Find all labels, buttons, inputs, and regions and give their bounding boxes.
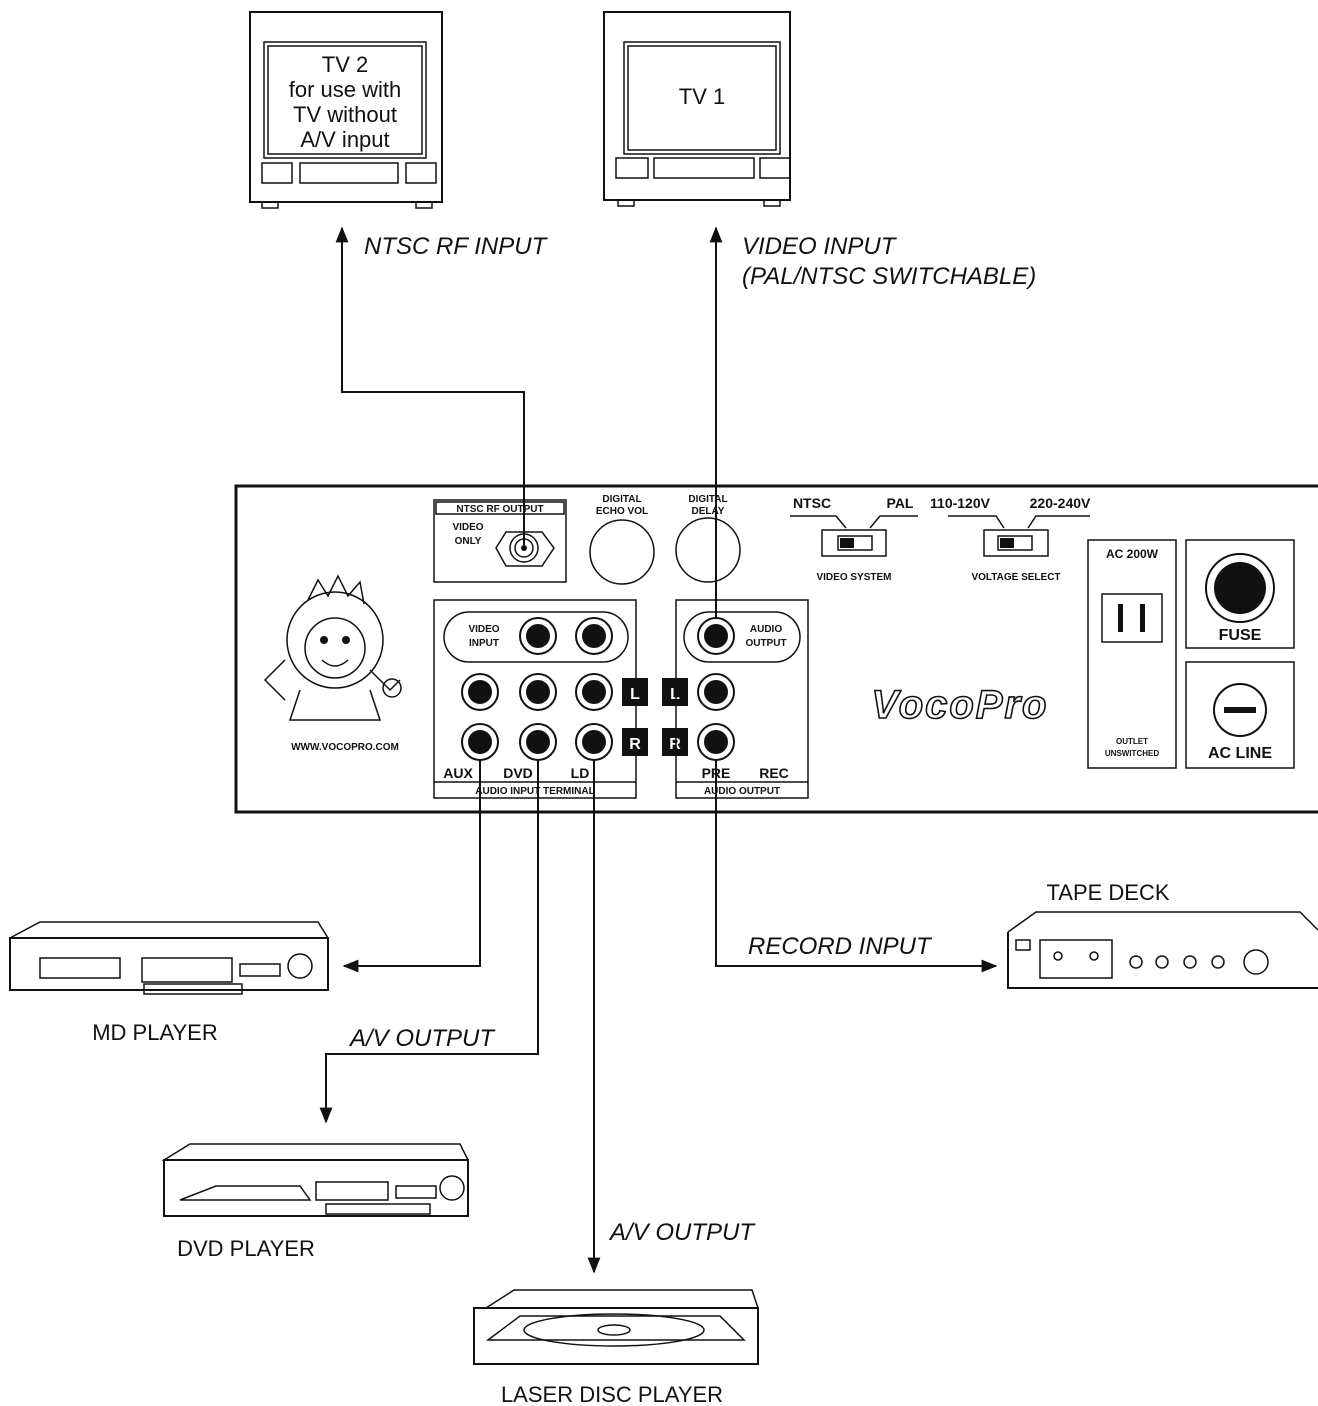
audio-output-footer-label: AUDIO OUTPUT	[704, 786, 780, 797]
ac-line-box	[1185, 661, 1295, 769]
video-only-label-1: VIDEO	[452, 522, 483, 533]
pal-label: PAL	[887, 495, 914, 511]
echo-vol-label-1: DIGITAL	[602, 494, 641, 505]
ld-r-jack[interactable]	[575, 723, 613, 761]
delay-knob[interactable]	[675, 517, 741, 583]
tv2-monitor: TV 2 for use with TV without A/V input	[249, 11, 443, 209]
echo-vol-label-2: ECHO VOL	[596, 506, 648, 517]
echo-vol-knob[interactable]	[589, 519, 655, 585]
rf-output-connector[interactable]	[495, 531, 555, 567]
ntsc-label: NTSC	[793, 495, 831, 511]
outlet-label-1: OUTLET	[1116, 737, 1148, 746]
tv1-monitor: TV 1	[603, 11, 791, 207]
delay-label-2: DELAY	[692, 506, 725, 517]
video-system-label: VIDEO SYSTEM	[816, 572, 891, 583]
pre-r-jack[interactable]	[697, 723, 735, 761]
ac-outlet-box	[1087, 539, 1177, 769]
fuse-holder[interactable]	[1214, 562, 1266, 614]
left-badge-input: L	[630, 686, 640, 703]
laser-disc-player-device	[473, 1289, 760, 1365]
ld-l-jack[interactable]	[575, 673, 613, 711]
tv2-line-2: for use with	[289, 77, 402, 102]
video-system-switch[interactable]	[821, 529, 887, 557]
video-input-jack-label-1: VIDEO	[468, 624, 499, 635]
pre-l-jack[interactable]	[697, 673, 735, 711]
back-panel: WWW.VOCOPRO.COM NTSC RF OUTPUT VIDEO ONL…	[234, 484, 1318, 814]
tv2-line-4: A/V input	[300, 127, 389, 152]
video-input-switchable-label: (PAL/NTSC SWITCHABLE)	[742, 263, 1036, 290]
dvd-label: DVD	[503, 765, 533, 781]
av-output-ld-label: A/V OUTPUT	[608, 1219, 756, 1246]
audio-output-box	[675, 599, 809, 799]
fuse-label: FUSE	[1219, 627, 1262, 644]
video-only-label-2: ONLY	[455, 536, 482, 547]
audio-output-video-jack[interactable]	[697, 617, 735, 655]
dvd-player-device	[161, 1143, 470, 1217]
audio-input-terminal-label: AUDIO INPUT TERMINAL	[475, 786, 594, 797]
aux-l-jack[interactable]	[461, 673, 499, 711]
left-badge-output: L	[670, 686, 680, 703]
dvd-player-label: DVD PLAYER	[177, 1236, 315, 1261]
tv2-line-3: TV without	[293, 102, 397, 127]
cable-aux-to-md	[342, 760, 481, 973]
rf-output-box	[433, 499, 567, 583]
voltage-select-label: VOLTAGE SELECT	[971, 572, 1060, 583]
voltage-select-switch[interactable]	[983, 529, 1049, 557]
tv2-line-1: TV 2	[322, 52, 368, 77]
md-player-label: MD PLAYER	[92, 1020, 218, 1045]
rec-label: REC	[759, 765, 789, 781]
ac-200w-label: AC 200W	[1106, 547, 1159, 561]
cable-dvd-to-dvd-player	[319, 760, 539, 1124]
right-badge-output: R	[669, 736, 681, 753]
video-input-jack-label-2: INPUT	[469, 638, 499, 649]
aux-label: AUX	[443, 765, 473, 781]
ld-label: LD	[571, 765, 590, 781]
record-input-label: RECORD INPUT	[748, 933, 933, 960]
ntsc-rf-output-label: NTSC RF OUTPUT	[456, 504, 543, 515]
voltage-110-label: 110-120V	[930, 495, 991, 511]
dvd-r-jack[interactable]	[519, 723, 557, 761]
md-player-device	[9, 921, 330, 995]
fuse-box	[1185, 539, 1295, 649]
ac-line-label: AC LINE	[1208, 745, 1272, 762]
aux-r-jack[interactable]	[461, 723, 499, 761]
video-input-jack-1[interactable]	[519, 617, 557, 655]
tv1-label: TV 1	[679, 84, 725, 109]
outlet-label-2: UNSWITCHED	[1105, 749, 1159, 758]
tape-deck-device	[1007, 911, 1318, 989]
voltage-220-label: 220-240V	[1030, 495, 1091, 511]
ntsc-rf-input-label: NTSC RF INPUT	[364, 233, 549, 260]
cable-rec-to-tape-deck	[715, 760, 998, 973]
laser-disc-player-label: LASER DISC PLAYER	[501, 1382, 723, 1406]
delay-label-1: DIGITAL	[688, 494, 727, 505]
av-output-dvd-label: A/V OUTPUT	[348, 1025, 496, 1052]
video-input-label: VIDEO INPUT	[742, 233, 898, 260]
video-input-jack-2[interactable]	[575, 617, 613, 655]
dvd-l-jack[interactable]	[519, 673, 557, 711]
right-badge-input: R	[629, 736, 641, 753]
cable-rf-to-tv2	[335, 226, 525, 545]
website-label: WWW.VOCOPRO.COM	[291, 742, 399, 753]
lion-logo	[263, 574, 402, 721]
tape-deck-label: TAPE DECK	[1046, 880, 1169, 905]
audio-output-jack-label-2: OUTPUT	[745, 638, 786, 649]
ac-outlet-socket[interactable]	[1101, 593, 1163, 643]
audio-output-jack-label-1: AUDIO	[750, 624, 782, 635]
vocopro-brand: VocoPro	[872, 683, 1049, 727]
